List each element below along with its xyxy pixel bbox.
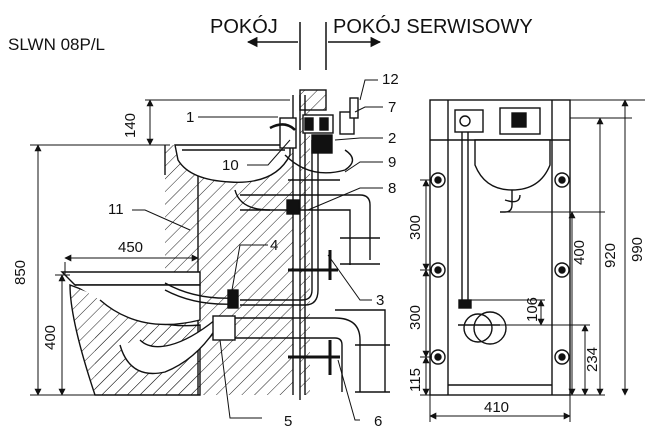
dim-234: 234	[584, 347, 601, 372]
callout-7: 7	[388, 99, 396, 116]
wall-block	[198, 150, 293, 395]
callout-2: 2	[388, 130, 396, 147]
callout-3: 3	[376, 292, 384, 309]
side-dimension-labels: 140 850 400 450	[12, 113, 143, 350]
callout-10: 10	[222, 157, 239, 174]
front-view	[429, 99, 571, 396]
sink-basin	[174, 144, 291, 183]
front-dimensions	[420, 99, 645, 422]
callout-numbers: 1 2 3 4 5 6 7 8 9 10 11 12	[108, 71, 399, 428]
room-arrows	[246, 22, 382, 70]
callout-1: 1	[186, 109, 194, 126]
side-dimensions	[30, 99, 290, 396]
callout-6: 6	[374, 413, 382, 428]
dim-300-upper: 300	[407, 215, 424, 240]
room-right-label: POKÓJ SERWISOWY	[333, 15, 533, 38]
dim-920: 920	[602, 243, 619, 268]
dim-450: 450	[118, 239, 143, 256]
dim-400-bowl: 400	[42, 325, 59, 350]
room-left-label: POKÓJ	[210, 15, 278, 38]
dim-115: 115	[407, 368, 424, 392]
dim-140: 140	[122, 113, 139, 138]
side-view	[60, 89, 390, 400]
callout-11: 11	[108, 201, 124, 218]
dim-300-lower: 300	[407, 305, 424, 330]
callout-4: 4	[270, 237, 278, 254]
toilet-seat	[60, 271, 201, 286]
dim-990: 990	[629, 237, 646, 262]
model-label: SLWN 08P/L	[8, 35, 105, 54]
dim-410: 410	[484, 399, 509, 416]
front-sink	[474, 139, 551, 191]
dim-400-front: 400	[571, 240, 588, 265]
front-dimension-labels: 300 300 115 400 920 990 106 234 410	[407, 215, 646, 416]
callout-leaders	[132, 79, 383, 421]
dim-850: 850	[12, 260, 29, 285]
callout-9: 9	[388, 154, 396, 171]
callout-12: 12	[382, 71, 399, 88]
dim-106: 106	[524, 297, 541, 322]
callout-8: 8	[388, 180, 396, 197]
callout-5: 5	[284, 413, 292, 428]
